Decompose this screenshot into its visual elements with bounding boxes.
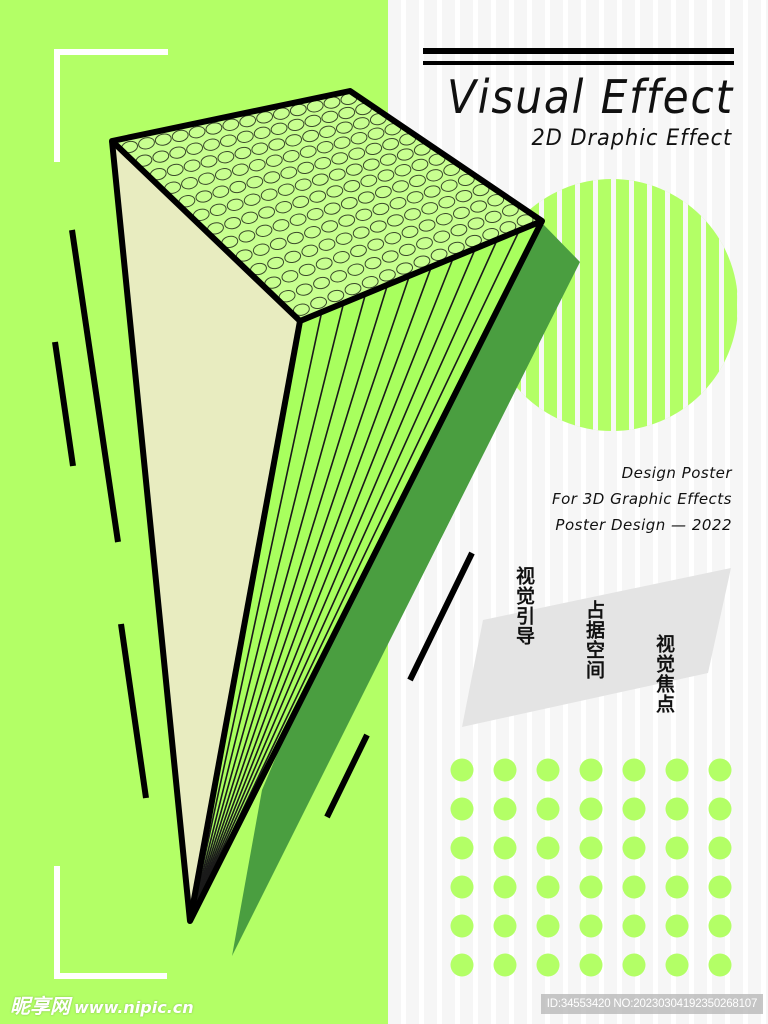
- watermark-url: www.nipic.cn: [74, 998, 194, 1017]
- watermark-id: ID:34553420 NO:20230304192350268107: [541, 994, 763, 1014]
- dot-grid-icon: [450, 758, 732, 977]
- vertical-label-visual-guidance: 视觉引导: [513, 566, 535, 646]
- info-line: Poster Design — 2022: [555, 516, 732, 534]
- motion-dashes: [52, 229, 475, 819]
- vertical-label-visual-focus: 视觉焦点: [653, 634, 675, 714]
- info-line: For 3D Graphic Effects: [551, 490, 732, 508]
- info-block: Design Poster For 3D Graphic Effects Pos…: [552, 460, 732, 538]
- watermark-brand-name: 昵享网: [10, 994, 70, 1018]
- prism-outline: [109, 88, 545, 924]
- title-rule-top: [423, 48, 734, 54]
- poster-subtitle: 2D Draphic Effect: [531, 126, 732, 151]
- vertical-label-occupy-space: 占据空间: [583, 600, 605, 680]
- title-rule-bottom: [423, 61, 734, 65]
- poster-title: Visual Effect: [446, 70, 734, 124]
- info-line: Design Poster: [621, 464, 732, 482]
- prism-shadow: [232, 222, 580, 956]
- label-parallelogram: [462, 568, 731, 727]
- prism-left-face: [114, 142, 300, 920]
- corner-bracket-icon: [54, 49, 168, 979]
